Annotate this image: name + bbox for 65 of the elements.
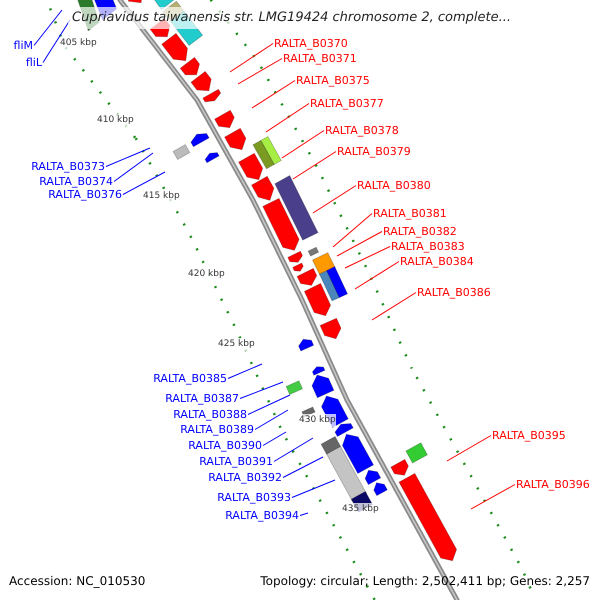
gene-label: RALTA_B0392 [208,471,282,484]
gene-label: RALTA_B0379 [337,145,411,158]
leader-line [372,292,416,320]
gene-label: RALTA_B0374 [39,175,113,188]
gene-label: RALTA_B0389 [180,423,254,436]
leader-line [240,382,284,399]
leader-line [106,148,150,167]
scale-label: 435 kbp [342,503,379,516]
scale-label: 405 kbp [60,37,97,50]
gene-label: RALTA_B0378 [325,124,399,137]
gene-label: RALTA_B0391 [199,455,273,468]
leader-line [248,394,290,415]
gene-label: RALTA_B0375 [296,74,370,87]
leader-line [332,213,372,248]
leader-line [354,261,400,290]
scale-label: 410 kbp [97,114,134,127]
gene-label: RALTA_B0393 [217,491,291,504]
gene-label: RALTA_B0382 [383,225,457,238]
gene-label: RALTA_B0395 [492,429,566,442]
leader-line [252,80,296,108]
gene-label: RALTA_B0388 [173,408,247,421]
leader-line [344,246,390,268]
leader-line [292,480,336,498]
scale-label: 430 kbp [299,414,336,427]
gene-label: RALTA_B0373 [31,160,105,173]
leader-line [262,432,286,446]
gene-label: RALTA_B0385 [153,372,227,385]
gene-label: fliM [14,39,33,52]
leader-line [282,130,324,158]
gene-label: RALTA_B0383 [391,240,465,253]
gene-label: RALTA_B0376 [48,188,122,201]
scale-label: 420 kbp [188,268,225,281]
leader-line [114,152,154,182]
leader-line [228,364,262,379]
accession-text: Accession: NC_010530 [9,575,146,588]
leader-line [122,172,166,195]
leader-line [230,43,274,72]
leader-line [34,10,62,46]
leader-line [292,151,336,180]
summary-text: Topology: circular; Length: 2,502,411 bp; Genes: 2,257 [260,575,590,588]
gene-label: RALTA_B0396 [516,478,590,491]
leader-line [312,185,356,214]
leader-line [266,103,310,132]
leader-line [336,231,382,256]
gene-label: RALTA_B0380 [357,179,431,192]
leader-line [300,512,308,516]
leader-line [42,20,70,63]
gene-label: fliL [26,56,42,69]
leader-line [446,435,492,462]
leader-line [238,58,282,84]
gene-label: RALTA_B0386 [417,286,491,299]
gene-label: RALTA_B0381 [373,207,447,220]
gene-label: RALTA_B0370 [274,37,348,50]
gene-label: RALTA_B0387 [165,392,239,405]
gene-label: RALTA_B0390 [188,439,262,452]
scale-label: 425 kbp [218,338,255,351]
scale-label: 415 kbp [143,190,180,203]
gene-label: RALTA_B0384 [400,255,474,268]
leader-line [274,438,314,462]
gene-label: RALTA_B0394 [225,509,299,522]
gene-label: RALTA_B0371 [283,52,357,65]
gene-label: RALTA_B0377 [310,97,384,110]
leader-line [254,410,288,430]
leader-line [282,456,324,478]
leader-line [470,484,516,510]
